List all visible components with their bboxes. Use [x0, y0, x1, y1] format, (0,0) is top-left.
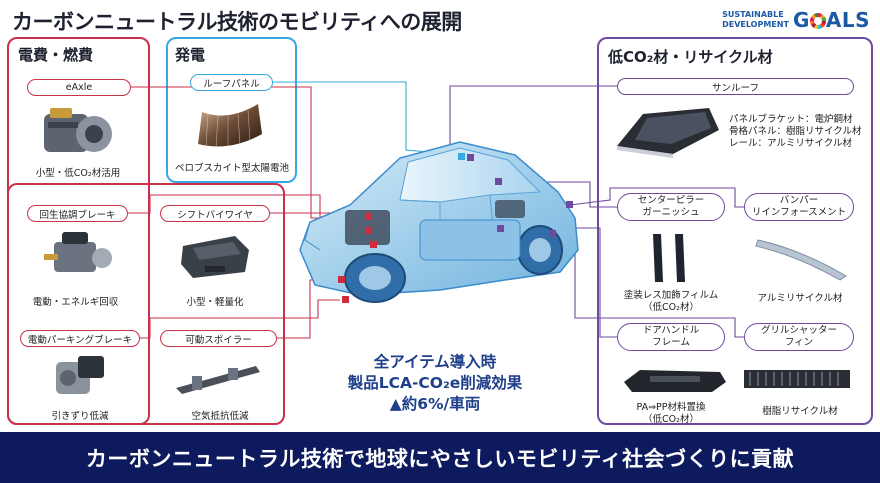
caption-shift-by-wire: 小型・軽量化: [186, 297, 244, 308]
caption-spoiler: 空気抵抗低減: [191, 411, 249, 422]
group-power-heading: 発電: [175, 46, 206, 64]
group-electricity-frame-bottom: [7, 183, 285, 425]
page-title: カーボンニュートラル技術のモビリティへの展開: [12, 10, 462, 34]
sdg-line2: DEVELOPMENT: [722, 20, 789, 29]
label-eaxle: eAxle: [27, 79, 131, 96]
caption-regen-brake: 電動・エネルギ回収: [32, 297, 119, 308]
grille-shutter-fin-image: [744, 370, 850, 388]
sunroof-notes: パネルブラケット：電炉鋼材 骨格パネル：樹脂リサイクル材 レール：アルミリサイク…: [729, 114, 862, 150]
caption-grille-shutter-fin: 樹脂リサイクル材: [762, 406, 838, 417]
sunroof-note-frame: 骨格パネル：樹脂リサイクル材: [729, 126, 862, 137]
label-regen-brake: 回生協調ブレーキ: [27, 205, 128, 222]
group-low-co2-heading: 低CO₂材・リサイクル材: [608, 48, 773, 66]
center-pillar-image: [653, 234, 685, 282]
caption-roof-panel: ペロブスカイト型太陽電池: [174, 163, 289, 174]
label-bumper-reinforcement: バンパーリインフォースメント: [744, 193, 854, 221]
leader-bumper: [569, 187, 744, 208]
parking-brake-image: [56, 356, 104, 394]
spoiler-image: [176, 366, 260, 394]
sdg-wheel-icon: [809, 13, 826, 29]
sunroof-note-rail: レール：アルミリサイクル材: [729, 138, 852, 149]
sdg-line1: SUSTAINABLE: [722, 10, 784, 19]
perovskite-solar-cell-image: [198, 104, 262, 149]
regen-brake-image: [44, 232, 112, 272]
eaxle-image: [44, 108, 112, 152]
effect-line1: 全アイテム導入時: [373, 353, 497, 371]
label-parking-brake: 電動パーキングブレーキ: [20, 330, 140, 347]
door-handle-frame-image: [624, 370, 726, 392]
group-power-frame: [166, 37, 297, 183]
group-electricity-heading: 電費・燃費: [18, 46, 94, 64]
label-sunroof: サンルーフ: [617, 78, 854, 95]
car-xray-illustration: [299, 141, 579, 303]
bumper-reinforcement-image: [755, 239, 847, 281]
sunroof-image: [617, 108, 719, 158]
group-low-co2-frame: [597, 37, 873, 425]
label-spoiler: 可動スポイラー: [160, 330, 277, 347]
label-grille-shutter-fin: グリルシャッターフィン: [744, 323, 854, 351]
bottom-banner: カーボンニュートラル技術で地球にやさしいモビリティ社会づくりに貢献: [0, 432, 880, 483]
lca-reduction-statement: 全アイテム導入時 製品LCA-CO₂e削減効果 ▲約6%/車両: [320, 352, 550, 415]
label-door-handle-frame: ドアハンドルフレーム: [617, 323, 725, 351]
label-center-pillar: センターピラーガーニッシュ: [617, 193, 725, 221]
leader-parking-brake: [140, 299, 340, 339]
caption-parking-brake: 引きずり低減: [51, 411, 109, 422]
effect-line2: 製品LCA-CO₂e削減効果: [347, 374, 523, 392]
label-roof-panel: ルーフパネル: [190, 74, 273, 91]
caption-bumper-reinforcement: アルミリサイクル材: [757, 293, 843, 304]
label-shift-by-wire: シフトバイワイヤ: [160, 205, 270, 222]
caption-eaxle: 小型・低CO₂材活用: [35, 168, 121, 179]
sunroof-note-bracket: パネルブラケット：電炉鋼材: [729, 114, 853, 125]
effect-line3: ▲約6%/車両: [389, 395, 481, 413]
caption-center-pillar: 塗装レス加飾フィルム（低CO₂材）: [623, 290, 719, 313]
shift-by-wire-image: [181, 236, 249, 278]
caption-door-handle-frame: PA⇒PP材料置換（低CO₂材）: [636, 402, 706, 425]
